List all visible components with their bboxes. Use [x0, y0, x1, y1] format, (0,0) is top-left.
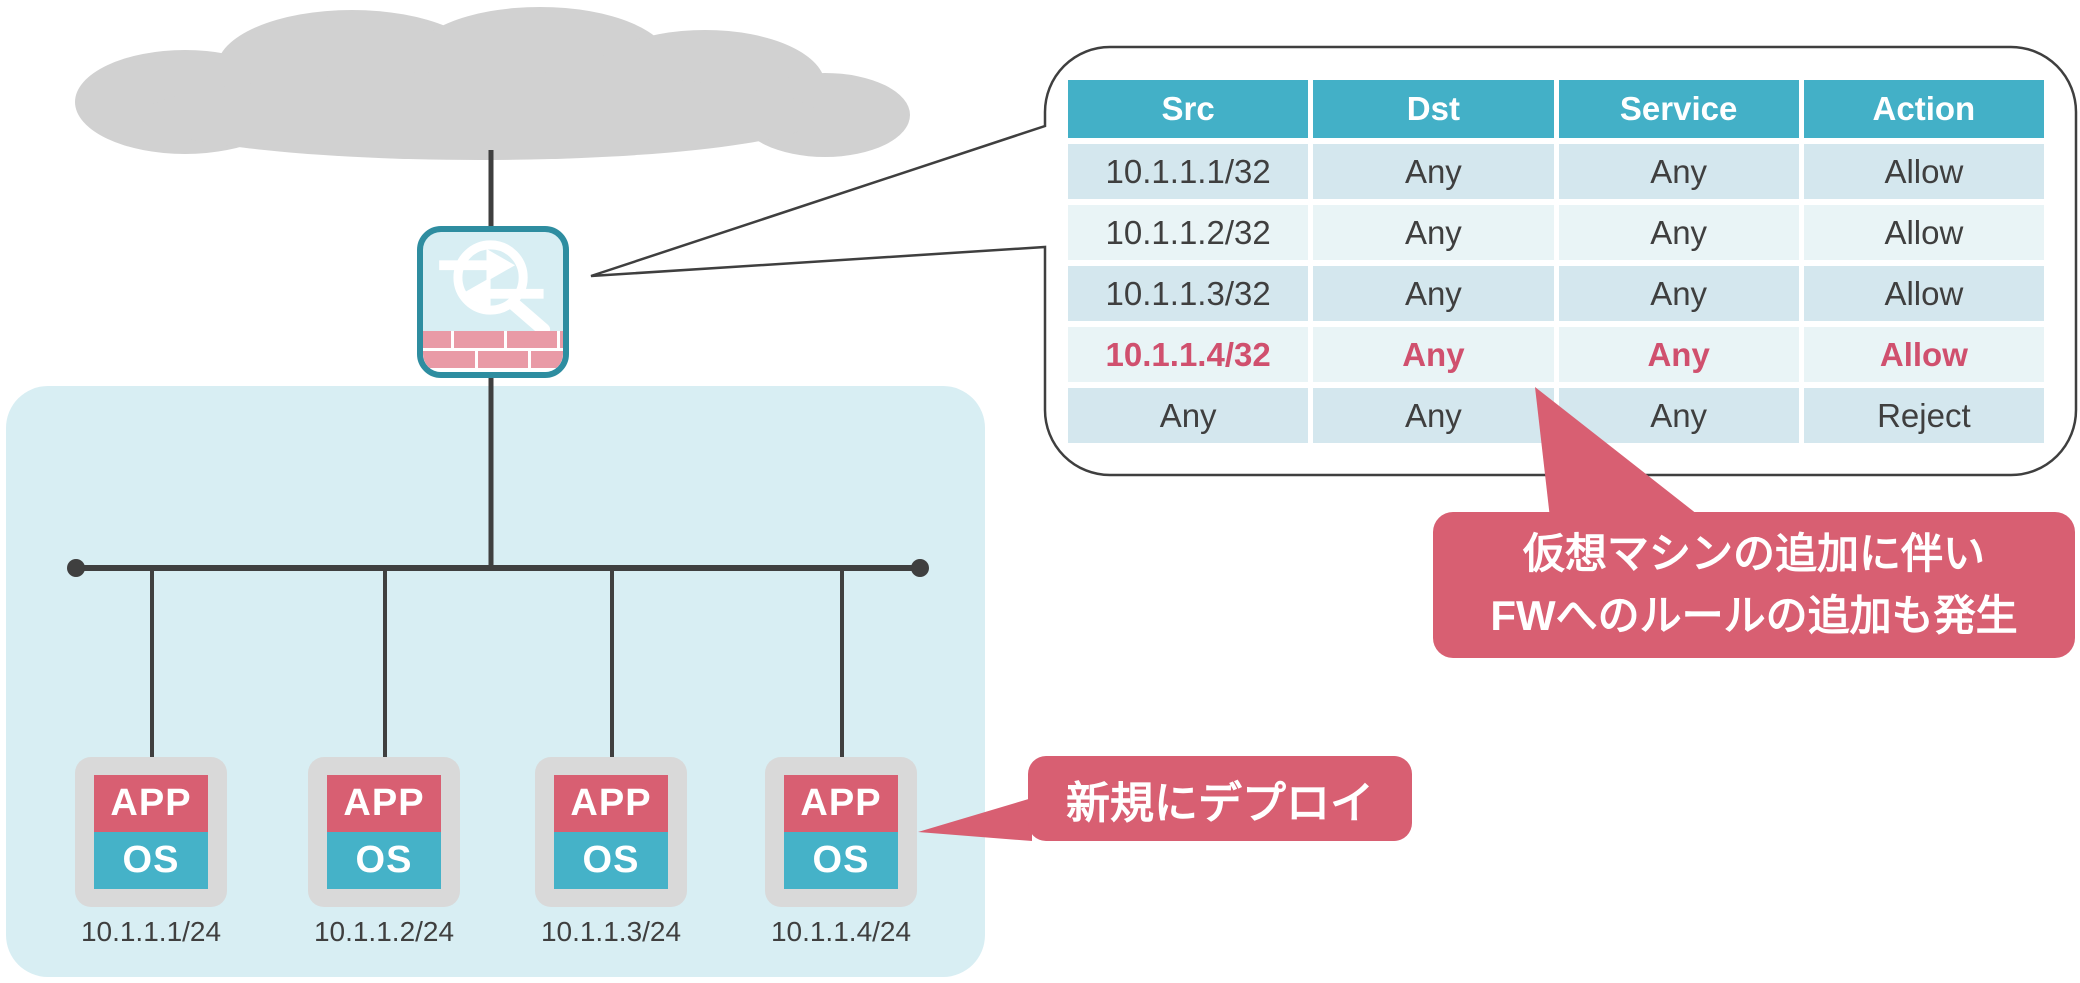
vm-2: APP OS [308, 757, 460, 907]
vm-4-ip: 10.1.1.4/24 [770, 916, 912, 947]
vm-4-os-layer: OS [784, 832, 898, 889]
column-header-action: Action [1803, 80, 2044, 138]
rule-callout-line2: FWへのルールの追加も発生 [1490, 592, 2018, 639]
rule-row-5-src: Any [1068, 388, 1309, 443]
column-header-dst: Dst [1313, 80, 1554, 138]
vm-1-ip: 10.1.1.1/24 [80, 916, 222, 947]
vm-3-app-layer: APP [554, 775, 668, 832]
rule-row-2-service: Any [1558, 205, 1799, 260]
rule-row-3-src: 10.1.1.3/32 [1068, 266, 1309, 321]
rule-callout-line1: 仮想マシンの追加に伴い [1522, 530, 1985, 577]
rule-row-3-dst: Any [1313, 266, 1554, 321]
firewall-rule-table: Src Dst Service Action 10.1.1.1/32 Any A… [1068, 80, 2044, 443]
column-header-src: Src [1068, 80, 1309, 138]
rule-row-2-action: Allow [1803, 205, 2044, 260]
traffic-inspection-glyph [439, 240, 551, 334]
rule-row-1-src: 10.1.1.1/32 [1068, 144, 1309, 199]
rule-row-1-dst: Any [1313, 144, 1554, 199]
vm-1: APP OS [75, 757, 227, 907]
rule-row-4-dst: Any [1313, 327, 1554, 382]
rule-row-5-action: Reject [1803, 388, 2044, 443]
vm-3-ip: 10.1.1.3/24 [540, 916, 682, 947]
firewall-icon [417, 226, 569, 378]
deploy-callout-text: 新規にデプロイ [1066, 778, 1374, 828]
deploy-callout: 新規にデプロイ [1028, 756, 1412, 841]
rule-row-4-action: Allow [1803, 327, 2044, 382]
rule-row-2-src: 10.1.1.2/32 [1068, 205, 1309, 260]
rule-row-5-service: Any [1558, 388, 1799, 443]
vm-2-ip: 10.1.1.2/24 [313, 916, 455, 947]
vm-1-os-layer: OS [94, 832, 208, 889]
vm-2-os-layer: OS [327, 832, 441, 889]
cloud-icon [75, 7, 910, 160]
rule-row-3-service: Any [1558, 266, 1799, 321]
deploy-callout-tail [918, 798, 1032, 841]
rule-row-2-dst: Any [1313, 205, 1554, 260]
rule-row-1-action: Allow [1803, 144, 2044, 199]
column-header-service: Service [1558, 80, 1799, 138]
vm-2-app-layer: APP [327, 775, 441, 832]
vm-4: APP OS [765, 757, 917, 907]
rule-row-5-dst: Any [1313, 388, 1554, 443]
vm-1-app-layer: APP [94, 775, 208, 832]
rule-row-4-service: Any [1558, 327, 1799, 382]
rule-row-4-src: 10.1.1.4/32 [1068, 327, 1309, 382]
vm-4-app-layer: APP [784, 775, 898, 832]
rule-addition-callout: 仮想マシンの追加に伴い FWへのルールの追加も発生 [1433, 512, 2075, 658]
rule-row-3-action: Allow [1803, 266, 2044, 321]
bus-endpoint-left [67, 559, 85, 577]
rule-row-1-service: Any [1558, 144, 1799, 199]
bus-endpoint-right [911, 559, 929, 577]
vm-3-os-layer: OS [554, 832, 668, 889]
vm-3: APP OS [535, 757, 687, 907]
firewall-bricks [423, 331, 563, 372]
